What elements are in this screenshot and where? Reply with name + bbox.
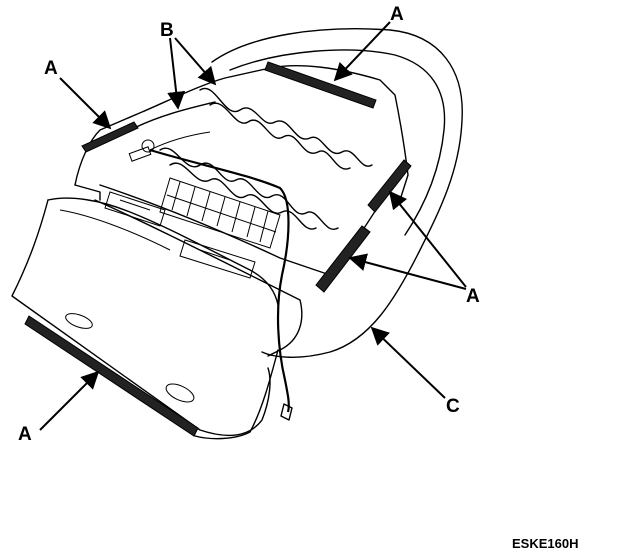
strip-left-rear: [81, 121, 139, 153]
callout-a-right: A: [466, 286, 480, 307]
strip-top: [264, 61, 377, 109]
strip-right-rear: [367, 159, 412, 213]
figure-code: ESKE160H: [512, 536, 578, 551]
heater-grid: [104, 177, 281, 279]
cover-front-flap: [11, 197, 279, 437]
hog-ring-strips: [24, 61, 412, 437]
callout-c: C: [446, 396, 460, 417]
seat-cover-outline: [194, 28, 463, 440]
wire-harness: [149, 148, 293, 421]
callout-a-left: A: [44, 58, 58, 79]
callout-a-front: A: [18, 424, 32, 445]
seat-springs: [159, 87, 373, 231]
leader-lines: [39, 21, 467, 431]
strip-front: [24, 315, 199, 437]
callout-b: B: [160, 20, 174, 41]
strip-right-front: [315, 225, 371, 293]
callout-a-top: A: [390, 4, 404, 25]
